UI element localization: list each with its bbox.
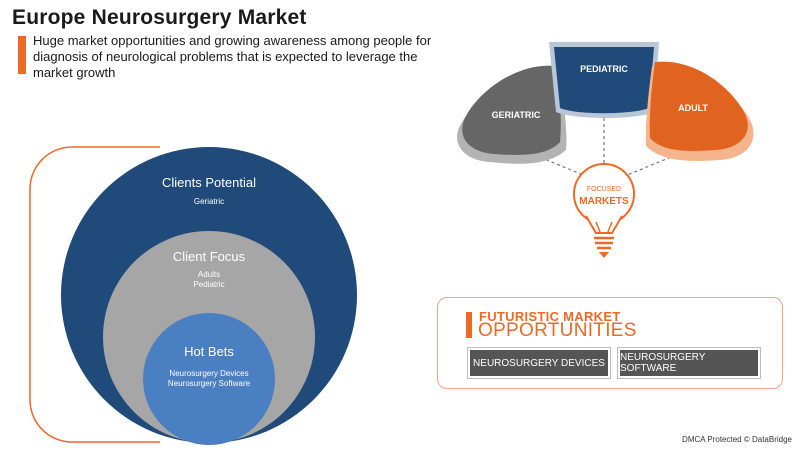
neurosurgery-software-tag: NEUROSURGERY SOFTWARE: [620, 350, 758, 376]
venn-middle-item: Adults: [198, 270, 220, 279]
futuristic-heading-line1: FUTURISTIC MARKET: [479, 309, 621, 324]
venn-middle-label: Client Focus: [173, 249, 246, 264]
segment-pediatric-label: PEDIATRIC: [580, 64, 628, 74]
segment-adult-label: ADULT: [678, 103, 708, 113]
lightbulb-icon: [573, 163, 635, 258]
venn-outer-label: Clients Potential: [162, 175, 256, 190]
subtitle-accent-bar: [18, 36, 26, 74]
segment-adult-shape: [649, 61, 748, 151]
venn-middle-item: Pediatric: [193, 280, 224, 289]
venn-outline-arc: [29, 146, 160, 443]
segment-geriatric-label: GERIATRIC: [492, 110, 541, 120]
venn-inner-label: Hot Bets: [184, 344, 234, 359]
segment-geriatric-shape: [462, 65, 561, 155]
venn-inner-circle: [143, 313, 275, 445]
bulb-label-line1: FOCUSED: [587, 186, 621, 193]
venn-inner-item: Neurosurgery Software: [168, 379, 251, 388]
venn-inner-item: Neurosurgery Devices: [169, 369, 248, 378]
neurosurgery-devices-tag: NEUROSURGERY DEVICES: [470, 350, 608, 376]
futuristic-heading-line2: OPPORTUNITIES: [478, 320, 637, 341]
dmca-footer: DMCA Protected © DataBridge: [682, 435, 792, 444]
bulb-label-line2: MARKETS: [579, 196, 629, 207]
futuristic-opportunities-panel: FUTURISTIC MARKET OPPORTUNITIES NEUROSUR…: [437, 297, 783, 389]
page-subtitle: Huge market opportunities and growing aw…: [33, 33, 432, 80]
page-title: Europe Neurosurgery Market: [12, 6, 307, 29]
segment-pediatric-shape: [554, 47, 654, 114]
futuristic-accent-bar: [466, 312, 472, 338]
venn-outer-item: Geriatric: [194, 197, 224, 206]
